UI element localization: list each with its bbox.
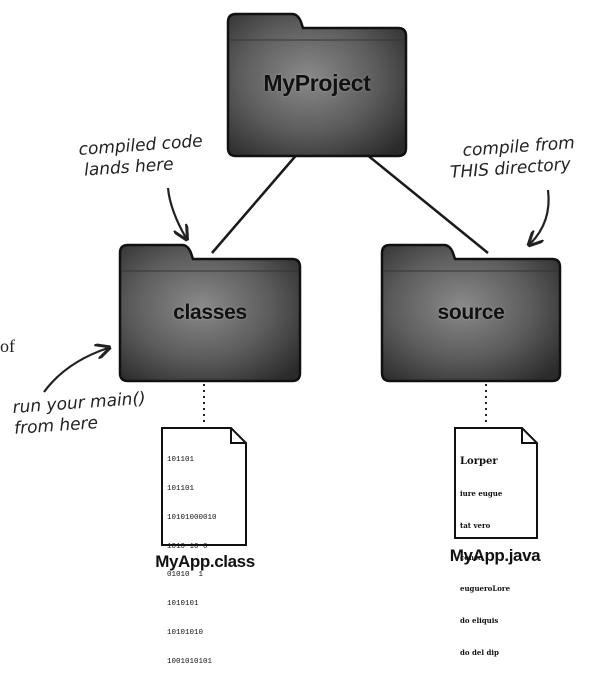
java-line: tat vero [460, 520, 491, 530]
class-line: 10101000010 [167, 513, 217, 522]
folder-root-label: MyProject [263, 70, 371, 96]
java-line: eugueroLore [460, 584, 511, 594]
stray-text-of: of [0, 336, 15, 356]
edge-root-classes [211, 144, 306, 254]
class-line: 1001010101 [167, 657, 213, 666]
class-line: 10101010 [167, 628, 204, 637]
folder-root-icon [226, 12, 408, 158]
java-line: do eliquis [460, 616, 499, 626]
class-line: 101101 [167, 456, 195, 465]
java-file-name: MyApp.java [449, 546, 541, 565]
diagram-canvas [43, 12, 562, 546]
folder-source-icon [380, 243, 562, 383]
class-line: 1010 10 0 [167, 542, 208, 551]
class-line: 1010101 [167, 600, 199, 609]
edge-root-source [354, 144, 489, 254]
class-line: 01010 1 [167, 571, 204, 580]
java-line: iure eugue [460, 488, 503, 498]
arrow-compile-icon [530, 189, 550, 244]
arrow-run-icon [43, 348, 108, 393]
note-compile-from: compile from THIS directory [448, 133, 577, 184]
class-line: 101101 [167, 484, 195, 493]
arrow-compiled-icon [166, 187, 186, 238]
class-file-name: MyApp.class [155, 552, 255, 571]
java-line: do del dip [460, 647, 499, 657]
folder-classes-icon [118, 243, 302, 383]
java-line: conse [460, 552, 483, 562]
note-compiled-code: compiled code lands here [78, 131, 205, 182]
folder-source-label: source [437, 301, 505, 324]
java-line: Lorper [460, 456, 498, 468]
java-file-icon [454, 427, 538, 539]
folder-classes-label: classes [173, 301, 247, 324]
class-file-icon [161, 427, 247, 546]
